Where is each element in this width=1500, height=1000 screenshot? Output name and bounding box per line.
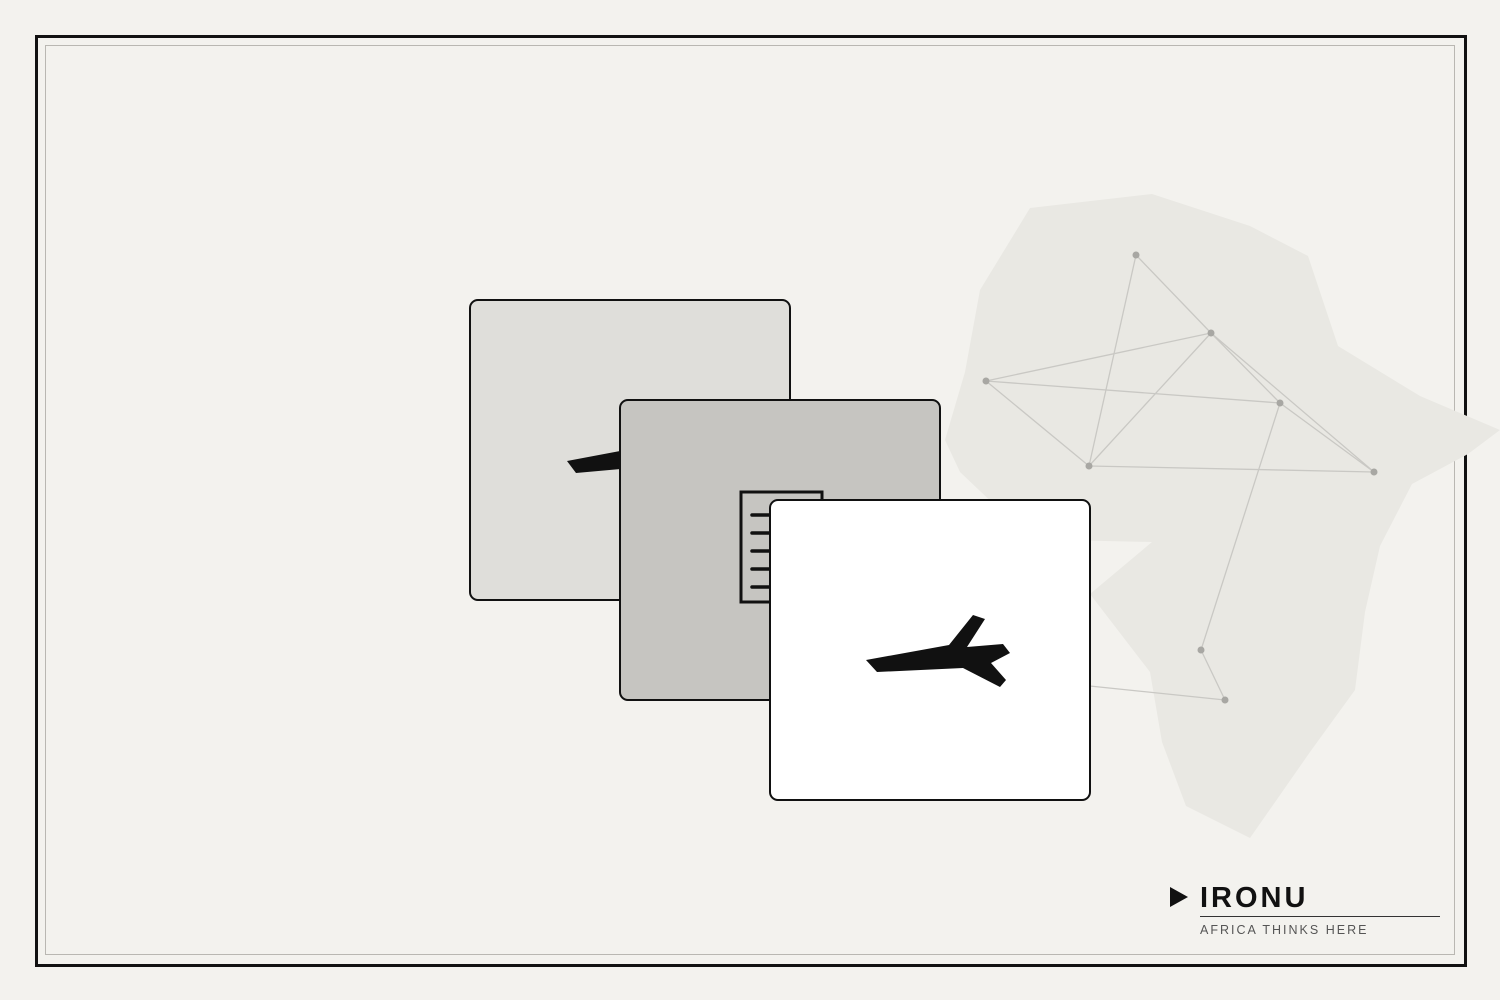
- brand-name: IRONU: [1200, 882, 1309, 914]
- outer-frame: [35, 35, 1467, 967]
- airplane-icon: [866, 615, 1010, 687]
- network-lines: [985, 254, 1375, 701]
- brand-divider: [1200, 916, 1440, 917]
- africa-map-silhouette: [945, 194, 1500, 838]
- inner-frame: [45, 45, 1455, 955]
- brand-logo: IRONU AFRICA THINKS HERE: [1168, 880, 1443, 940]
- play-arrow-icon: [1170, 887, 1188, 907]
- card-front: [769, 499, 1091, 801]
- brand-tagline: AFRICA THINKS HERE: [1200, 923, 1369, 937]
- network-nodes: [982, 251, 1378, 704]
